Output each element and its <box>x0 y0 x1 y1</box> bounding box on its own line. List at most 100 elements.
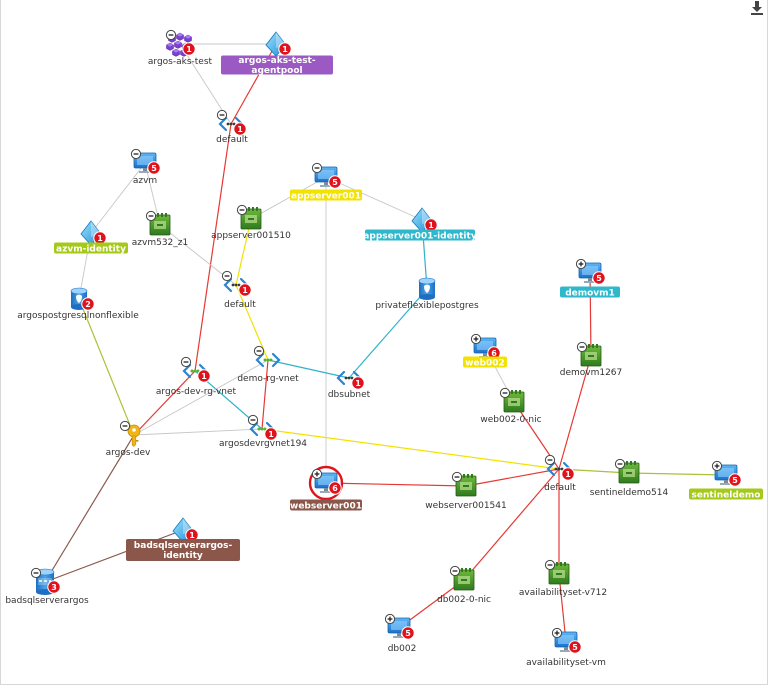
collapse-toggle-icon[interactable] <box>30 567 42 579</box>
expand-toggle-icon[interactable] <box>711 460 723 472</box>
node-dbsubnet[interactable]: 1 <box>336 370 365 390</box>
tag-label-appserver_identity[interactable]: appserver001-identity <box>363 229 477 242</box>
edge-appserver_nic-default_mid <box>235 218 252 286</box>
edge-default_top-rg_vnet <box>194 123 232 372</box>
node-web002[interactable]: 6 <box>470 333 501 360</box>
count-badge-value: 3 <box>51 583 57 592</box>
node-default_mid[interactable]: 1 <box>221 270 252 297</box>
node-db002[interactable]: 5 <box>384 613 415 640</box>
tag-label-azvm_identity[interactable]: azvm-identity <box>54 242 128 255</box>
collapse-toggle-icon[interactable] <box>499 387 511 399</box>
collapse-toggle-icon[interactable] <box>544 454 556 466</box>
expand-toggle-icon[interactable] <box>384 613 396 625</box>
count-badge-value: 5 <box>405 629 411 638</box>
count-badge-value: 1 <box>355 379 361 388</box>
tag-label-web002[interactable]: web002 <box>463 356 507 369</box>
node-appserver_identity[interactable]: 1 <box>411 207 438 233</box>
expand-toggle-icon[interactable] <box>575 258 587 270</box>
collapse-toggle-icon[interactable] <box>253 345 265 357</box>
edge-argos_dev-demo_vnet <box>133 359 269 436</box>
collapse-toggle-icon[interactable] <box>614 458 626 470</box>
node-label: default <box>544 483 576 493</box>
node-argospg[interactable]: 2 <box>70 287 95 311</box>
tag-label-demovm1[interactable]: demovm1 <box>560 286 620 299</box>
node-web002_nic[interactable] <box>499 387 525 413</box>
expand-toggle-icon[interactable] <box>551 627 563 639</box>
node-label: argos-aks-test-agentpool <box>238 56 315 76</box>
count-badge: 3 <box>47 580 61 594</box>
node-azvm_identity[interactable]: 1 <box>80 220 107 246</box>
node-default_right[interactable]: 1 <box>544 454 575 481</box>
node-privpg[interactable] <box>418 277 436 300</box>
edge-badsql_identity-badsql <box>44 529 184 583</box>
collapse-toggle-icon[interactable] <box>449 565 461 577</box>
tag-label-webserver[interactable]: webserver001 <box>290 499 362 512</box>
collapse-toggle-icon[interactable] <box>451 471 463 483</box>
count-badge-value: 1 <box>428 221 434 230</box>
node-label: default <box>216 135 248 145</box>
collapse-toggle-icon[interactable] <box>119 420 131 432</box>
node-demovm1[interactable]: 5 <box>575 258 606 285</box>
node-label: availabilityset-vm <box>526 658 606 668</box>
node-label: azvm-identity <box>56 244 126 254</box>
collapse-toggle-icon[interactable] <box>165 29 177 41</box>
collapse-toggle-icon[interactable] <box>216 109 228 121</box>
node-demovm_nic[interactable] <box>576 341 602 367</box>
node-label: demovm1 <box>565 288 615 298</box>
node-webserver_nic[interactable] <box>451 471 477 497</box>
tag-label-badsql_identity[interactable]: badsqlserverargos-identity <box>126 539 240 561</box>
download-icon[interactable] <box>750 0 764 16</box>
node-label: badsqlserverargos <box>5 596 89 606</box>
collapse-toggle-icon[interactable] <box>236 204 248 216</box>
collapse-toggle-icon[interactable] <box>130 148 142 160</box>
node-avset712[interactable] <box>544 559 570 585</box>
count-badge-value: 1 <box>282 45 288 54</box>
tag-label-aks_pool[interactable]: argos-aks-test-agentpool <box>221 55 333 77</box>
node-label: sentineldemo <box>692 490 761 500</box>
collapse-toggle-icon[interactable] <box>247 414 259 426</box>
collapse-toggle-icon[interactable] <box>145 210 157 222</box>
edge-privpg-dbsubnet <box>348 288 428 379</box>
node-rg_vnet[interactable]: 1 <box>180 356 211 383</box>
node-sentinel[interactable]: 5 <box>711 460 742 487</box>
node-devrg194[interactable]: 1 <box>247 414 278 441</box>
node-label: appserver001510 <box>211 231 291 241</box>
count-badge: 1 <box>233 122 247 136</box>
count-badge: 1 <box>278 42 292 56</box>
edge-appserver-appserver_nic <box>250 176 327 220</box>
node-webserver[interactable]: 6 <box>308 465 344 501</box>
node-default_top[interactable]: 1 <box>216 109 247 136</box>
tag-label-appserver[interactable]: appserver001 <box>290 189 362 202</box>
node-avsetvm[interactable]: 5 <box>551 627 582 654</box>
node-argos_dev[interactable] <box>119 420 141 447</box>
collapse-toggle-icon[interactable] <box>221 270 233 282</box>
node-badsql_identity[interactable]: 1 <box>172 517 199 543</box>
collapse-toggle-icon[interactable] <box>311 162 323 174</box>
node-aks_pool[interactable]: 1 <box>265 31 292 57</box>
count-badge: 1 <box>561 467 575 481</box>
count-badge: 5 <box>728 473 742 487</box>
node-appserver_nic[interactable] <box>236 204 262 230</box>
node-appserver[interactable]: 5 <box>311 162 342 189</box>
node-azvm_nic[interactable] <box>145 210 171 236</box>
node-db002_nic[interactable] <box>449 565 475 591</box>
collapse-toggle-icon[interactable] <box>576 341 588 353</box>
node-badsql[interactable]: 3 <box>30 567 61 595</box>
node-label: db002-0-nic <box>437 595 491 605</box>
collapse-toggle-icon[interactable] <box>180 356 192 368</box>
node-label: default <box>224 300 256 310</box>
edge-appserver-appserver_identity <box>325 176 423 221</box>
expand-toggle-icon[interactable] <box>311 468 323 480</box>
node-sentinel_nic[interactable] <box>614 458 640 484</box>
node-label: argosdevrgvnet194 <box>219 439 307 449</box>
node-layer[interactable]: 1argos-aks-test1argos-aks-test-agentpool… <box>5 29 763 668</box>
edge-argos_dev-devrg194 <box>133 428 263 436</box>
node-aks[interactable]: 1 <box>165 29 196 57</box>
count-badge-value: 5 <box>596 274 602 283</box>
collapse-toggle-icon[interactable] <box>544 559 556 571</box>
tag-label-sentinel[interactable]: sentineldemo <box>689 488 763 501</box>
node-azvm[interactable]: 5 <box>130 148 161 175</box>
expand-toggle-icon[interactable] <box>470 333 482 345</box>
node-demo_vnet[interactable] <box>253 345 281 368</box>
